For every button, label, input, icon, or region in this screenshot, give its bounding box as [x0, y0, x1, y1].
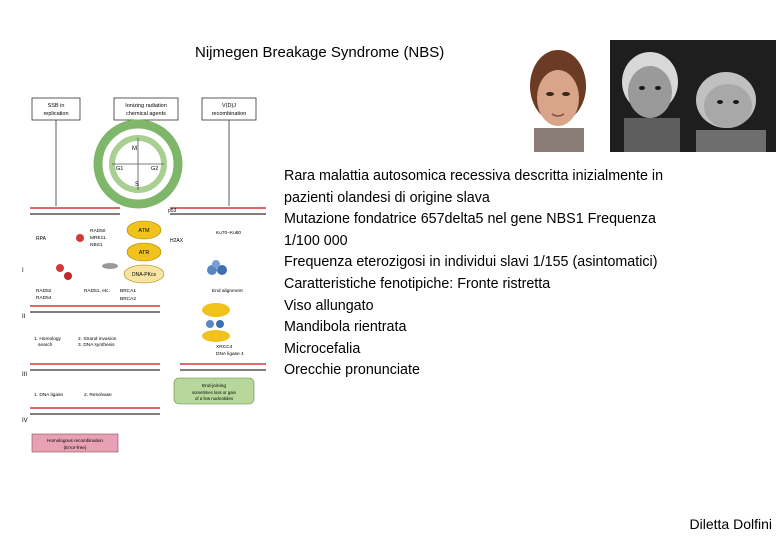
- roman-1: I: [22, 268, 24, 274]
- description-line: Mutazione fondatrice 657delta5 nel gene …: [284, 211, 656, 228]
- dna-break-top: [30, 207, 266, 215]
- description-line: 1/100 000: [284, 232, 348, 249]
- kinase-nodes: ATM ATR DNA-PKcs p53 H2AX: [123, 208, 184, 284]
- box-vdj-recombination: V(D)J recombination: [201, 97, 257, 121]
- left-repair-proteins: RPA RAD50 MRE11 NBS1 RAD52 RAD54 RAD51, …: [36, 228, 136, 302]
- step-dna-ligase: 1. DNA ligase: [34, 392, 63, 398]
- node-atr: ATR: [139, 250, 150, 256]
- step-strand-invasion: 2. Strand invasion: [78, 336, 117, 342]
- box-vdj-line2: recombination: [212, 111, 247, 117]
- photo-adult-patient: [516, 40, 602, 152]
- box-end-joining: End-joining sometimes loss or gain of a …: [173, 377, 255, 405]
- cycle-g1: G1: [116, 166, 123, 172]
- right-repair-proteins: Ku70–Ku80 End alignment XRCC4 DNA ligase…: [202, 230, 244, 357]
- nhej-line1: End-joining: [202, 383, 226, 389]
- patient-photographs: [516, 40, 776, 152]
- label-ku: Ku70–Ku80: [216, 230, 241, 236]
- photo-children-patients: [610, 40, 776, 152]
- box-ssb-replication: SSB in replication: [31, 97, 81, 121]
- nhej-line3: of a few nucleotides: [195, 396, 233, 401]
- description-line: Orecchie pronunciate: [284, 362, 420, 379]
- description-line: Mandibola rientrata: [284, 319, 407, 336]
- label-rad51: RAD51, etc.: [84, 288, 110, 294]
- label-rad54: RAD54: [36, 295, 52, 301]
- step-dna-synthesis: 3. DNA synthesis: [78, 342, 115, 348]
- node-dnapk: DNA-PKcs: [132, 272, 156, 278]
- box-ionizing-line2: chemical agents: [126, 111, 166, 117]
- step-homology-2: search: [38, 342, 53, 348]
- hr-line2: (Error-free): [64, 445, 87, 450]
- dna-repair-pathway-diagram: SSB in replication Ionizing radiation ch…: [22, 97, 266, 453]
- label-rad52: RAD52: [36, 288, 52, 294]
- label-end-alignment: End alignment: [212, 288, 243, 294]
- dna-repair-strands: [30, 305, 266, 415]
- label-brca1: BRCA1: [120, 288, 136, 294]
- step-homology-1: 1. Homology: [34, 336, 62, 342]
- node-p53: p53: [168, 208, 177, 214]
- label-ligase4: DNA ligase 4: [216, 351, 244, 357]
- box-homologous-recombination: Homologous recombination (Error-free): [31, 433, 119, 453]
- label-nbs1: NBS1: [90, 242, 103, 248]
- description-line: pazienti olandesi di origine slava: [284, 189, 490, 206]
- author-name: Diletta Dolfini: [689, 516, 772, 532]
- label-xrcc4: XRCC4: [216, 344, 233, 350]
- label-brca2: BRCA2: [120, 296, 136, 302]
- box-ionizing-radiation: Ionizing radiation chemical agents: [113, 97, 179, 121]
- node-h2ax: H2AX: [170, 238, 184, 244]
- step-resolvase: 2. Resolvase: [84, 392, 112, 398]
- roman-3: III: [22, 372, 27, 378]
- description-line: Microcefalia: [284, 340, 361, 357]
- nhej-line2: sometimes loss or gain: [192, 390, 237, 395]
- step-labels: 1. Homology search 2. Strand invasion 3.…: [34, 336, 117, 398]
- description-line: Viso allungato: [284, 297, 374, 314]
- description-line: Caratteristiche fenotipiche: Fronte rist…: [284, 275, 551, 292]
- cycle-m: M: [132, 146, 137, 152]
- description-line: Frequenza eterozigosi in individui slavi…: [284, 254, 658, 271]
- cycle-g2: G2: [151, 166, 158, 172]
- description-line: Rara malattia autosomica recessiva descr…: [284, 168, 664, 184]
- node-atm: ATM: [138, 228, 150, 234]
- cycle-s: S: [135, 182, 139, 188]
- box-vdj-line1: V(D)J: [222, 103, 236, 109]
- box-ssb-line2: replication: [43, 111, 68, 117]
- box-ssb-line1: SSB in: [48, 103, 65, 109]
- box-ionizing-line1: Ionizing radiation: [125, 103, 167, 109]
- description-text: Rara malattia autosomica recessiva descr…: [284, 166, 754, 382]
- cell-cycle: M G1 G2 S: [93, 119, 183, 209]
- label-rpa: RPA: [36, 236, 47, 242]
- slide-title: Nijmegen Breakage Syndrome (NBS): [195, 44, 445, 61]
- label-rad50: RAD50: [90, 228, 106, 234]
- roman-2: II: [22, 314, 26, 320]
- label-mre11: MRE11: [90, 235, 106, 241]
- hr-line1: Homologous recombination: [47, 438, 103, 443]
- roman-4: IV: [22, 418, 28, 424]
